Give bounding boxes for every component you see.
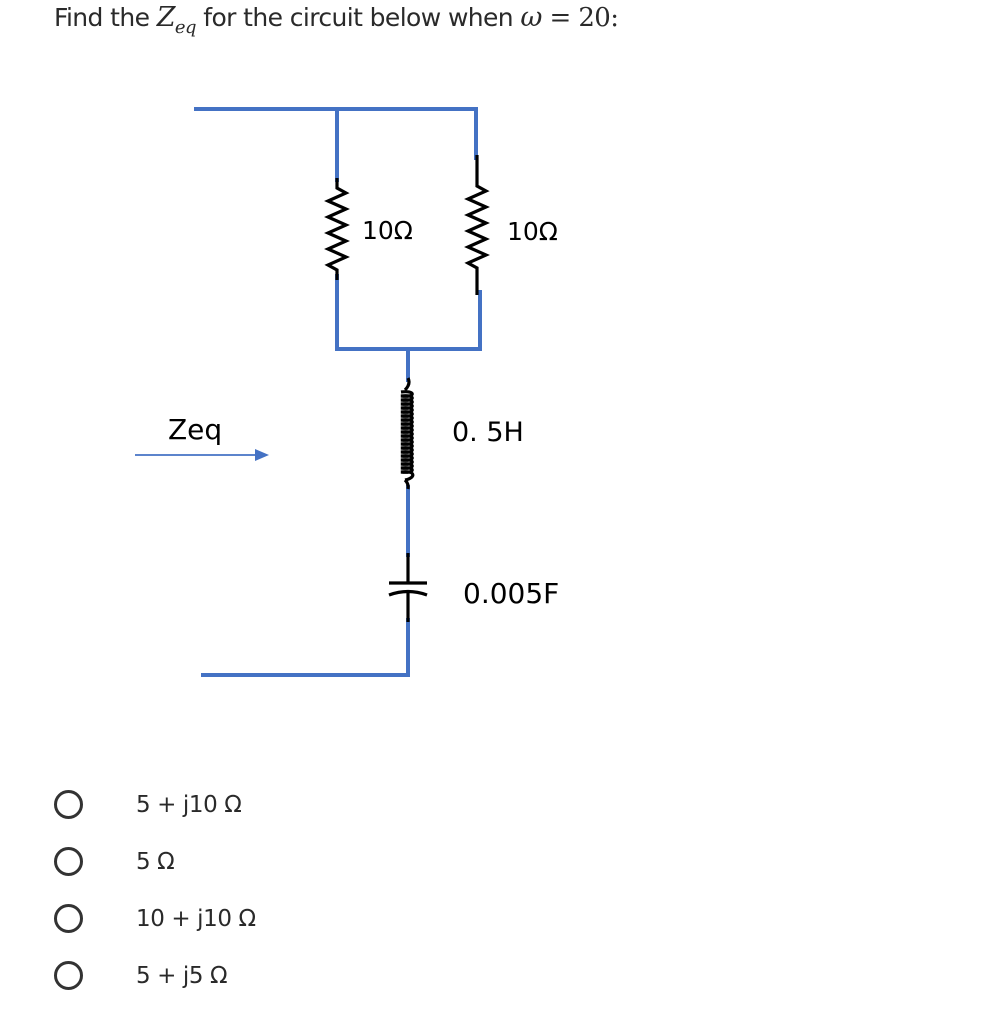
bottom-terminal-wire [201,618,410,677]
capacitor-label: 0.005F [463,577,559,610]
resistor-left-label: 10Ω [362,216,413,245]
resistor-left [324,178,350,280]
option-label: 5 + j5 Ω [136,962,228,989]
answer-options: 5 + j10 Ω 5 Ω 10 + j10 Ω 5 + j5 Ω [54,776,554,1004]
radio-button[interactable] [54,904,83,933]
option-label: 10 + j10 Ω [136,905,256,932]
answer-option[interactable]: 5 Ω [54,833,554,890]
question-middle: for the circuit below when [195,3,521,32]
resistor-right-label: 10Ω [507,217,558,246]
radio-button[interactable] [54,961,83,990]
option-label: 5 + j10 Ω [136,791,242,818]
zeq-label: Zeq [168,413,222,446]
wires [194,107,482,677]
answer-option[interactable]: 10 + j10 Ω [54,890,554,947]
question-suffix: : [610,3,619,33]
radio-button[interactable] [54,847,83,876]
equals-sign: = [541,3,579,33]
option-label: 5 Ω [136,848,175,875]
inductor-label: 0. 5H [452,417,524,448]
omega-value: 20 [578,3,611,33]
answer-option[interactable]: 5 + j10 Ω [54,776,554,833]
question-prefix: Find the [54,3,157,32]
left-branch-bottom-wire [335,274,482,351]
resistor-right [464,155,490,295]
z-subscript: eq [174,17,197,38]
answer-option[interactable]: 5 + j5 Ω [54,947,554,1004]
circuit-diagram: 10Ω 10Ω Zeq 0. 5H 0.005F [135,107,559,677]
top-terminal-wire [194,107,478,160]
zeq-arrow [135,449,269,461]
radio-button[interactable] [54,790,83,819]
question-text: Find the Zeq for the circuit below when … [54,2,619,46]
z-symbol: Z [156,2,176,33]
capacitor [388,553,428,622]
inductor [400,377,415,490]
omega-symbol: ω [520,2,542,33]
